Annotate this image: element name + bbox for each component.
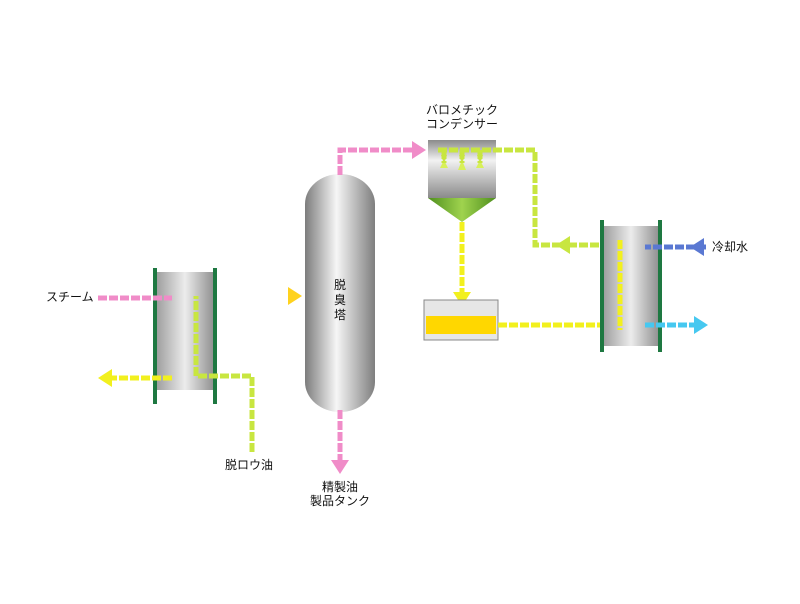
steam-outlet-arrow bbox=[98, 369, 112, 387]
tank-liquid bbox=[426, 316, 496, 334]
product-tank-label-line2: 製品タンク bbox=[309, 494, 370, 508]
left-heat-exchanger bbox=[153, 268, 217, 404]
spray-cones bbox=[440, 160, 484, 170]
cooling-water-outlet-arrow bbox=[694, 316, 708, 334]
return-water-arrow bbox=[556, 236, 570, 254]
condenser-label-line1: バロメチック bbox=[425, 103, 498, 117]
right-heat-exchanger bbox=[600, 220, 662, 352]
right-exchanger-body bbox=[602, 226, 660, 346]
product-tank-label-line1: 精製油 bbox=[321, 480, 358, 494]
product-arrow bbox=[331, 460, 349, 474]
steam-label: スチーム bbox=[46, 290, 94, 304]
tower-label: 脱臭塔 bbox=[333, 278, 346, 322]
vapor-arrow bbox=[412, 141, 426, 159]
cooling-water-label: 冷却水 bbox=[712, 240, 749, 254]
dewaxed-oil-label: 脱ロウ油 bbox=[225, 458, 274, 472]
condensate-arrow bbox=[453, 292, 471, 306]
condenser-funnel bbox=[428, 198, 496, 222]
condenser-label-line2: コンデンサー bbox=[425, 117, 498, 131]
vapor-line bbox=[337, 147, 412, 175]
dewaxed-oil-line bbox=[193, 293, 288, 452]
steam-line bbox=[98, 295, 175, 381]
oil-to-tower-arrow bbox=[288, 287, 302, 305]
cooling-water-line bbox=[642, 244, 706, 328]
hot-well-tank bbox=[423, 299, 499, 341]
left-exchanger-body bbox=[155, 272, 215, 390]
cooling-water-inlet-arrow bbox=[690, 238, 704, 256]
deodorizer-tower bbox=[305, 174, 375, 412]
